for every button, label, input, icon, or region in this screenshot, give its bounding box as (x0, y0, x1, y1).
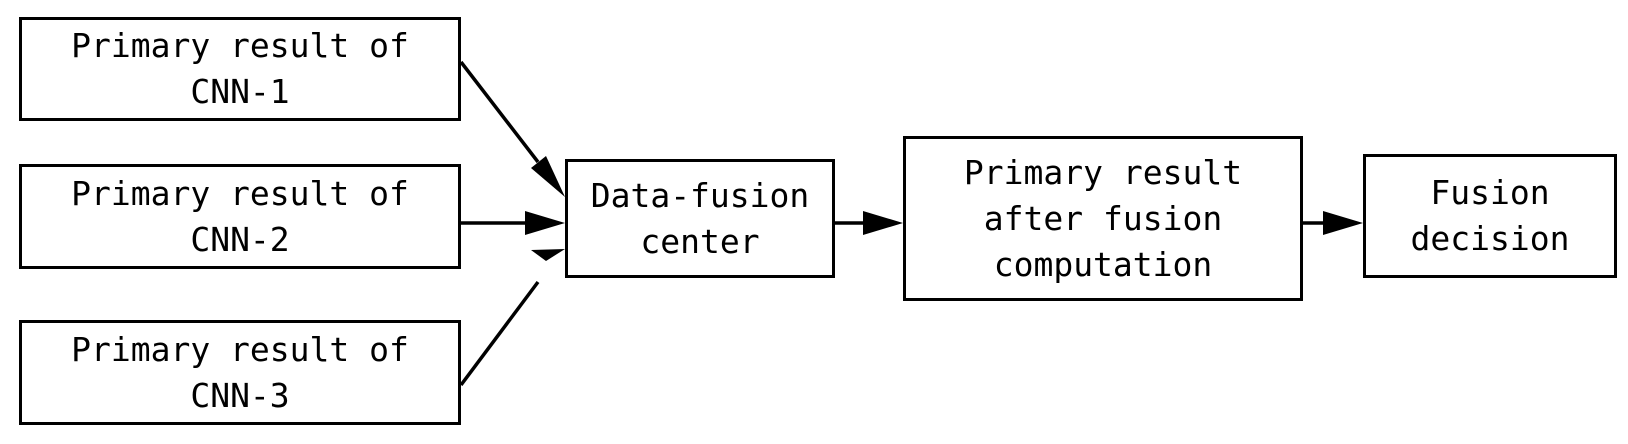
fusion-decision-box: Fusion decision (1363, 154, 1617, 278)
edge-cnn3-to-center (459, 280, 540, 387)
decision-label-line1: Fusion (1430, 173, 1550, 212)
cnn-1-result-box: Primary result of CNN-1 (19, 17, 461, 121)
arrowhead-cnn2 (525, 211, 565, 235)
cnn-1-label-line2: CNN-1 (190, 72, 290, 111)
arrowhead-cnn1 (531, 156, 565, 197)
arrowhead-fused-to-decision (1323, 211, 1363, 235)
cnn-3-label-line1: Primary result of (71, 329, 409, 369)
fused-result-box: Primary result after fusion computation (903, 136, 1303, 301)
edge-cnn1-to-center (459, 60, 540, 164)
cnn-2-label-line1: Primary result of (71, 173, 409, 213)
data-fusion-center-box: Data-fusion center (565, 159, 835, 278)
center-label-line2: center (640, 221, 760, 261)
fused-label-line3: computation (993, 244, 1213, 284)
cnn-1-label-line1: Primary result of (71, 26, 409, 65)
fused-label-line1: Primary result (963, 152, 1243, 192)
arrowhead-center-to-fused (863, 211, 903, 235)
center-label-line1: Data-fusion (590, 175, 810, 215)
fused-label-line2: after fusion (983, 198, 1223, 238)
arrowhead-cnn3 (531, 249, 565, 261)
cnn-2-result-box: Primary result of CNN-2 (19, 164, 461, 269)
cnn-2-label-line2: CNN-2 (190, 219, 290, 259)
cnn-3-label-line2: CNN-3 (190, 375, 290, 415)
cnn-3-result-box: Primary result of CNN-3 (19, 320, 461, 425)
decision-label-line2: decision (1410, 219, 1570, 258)
